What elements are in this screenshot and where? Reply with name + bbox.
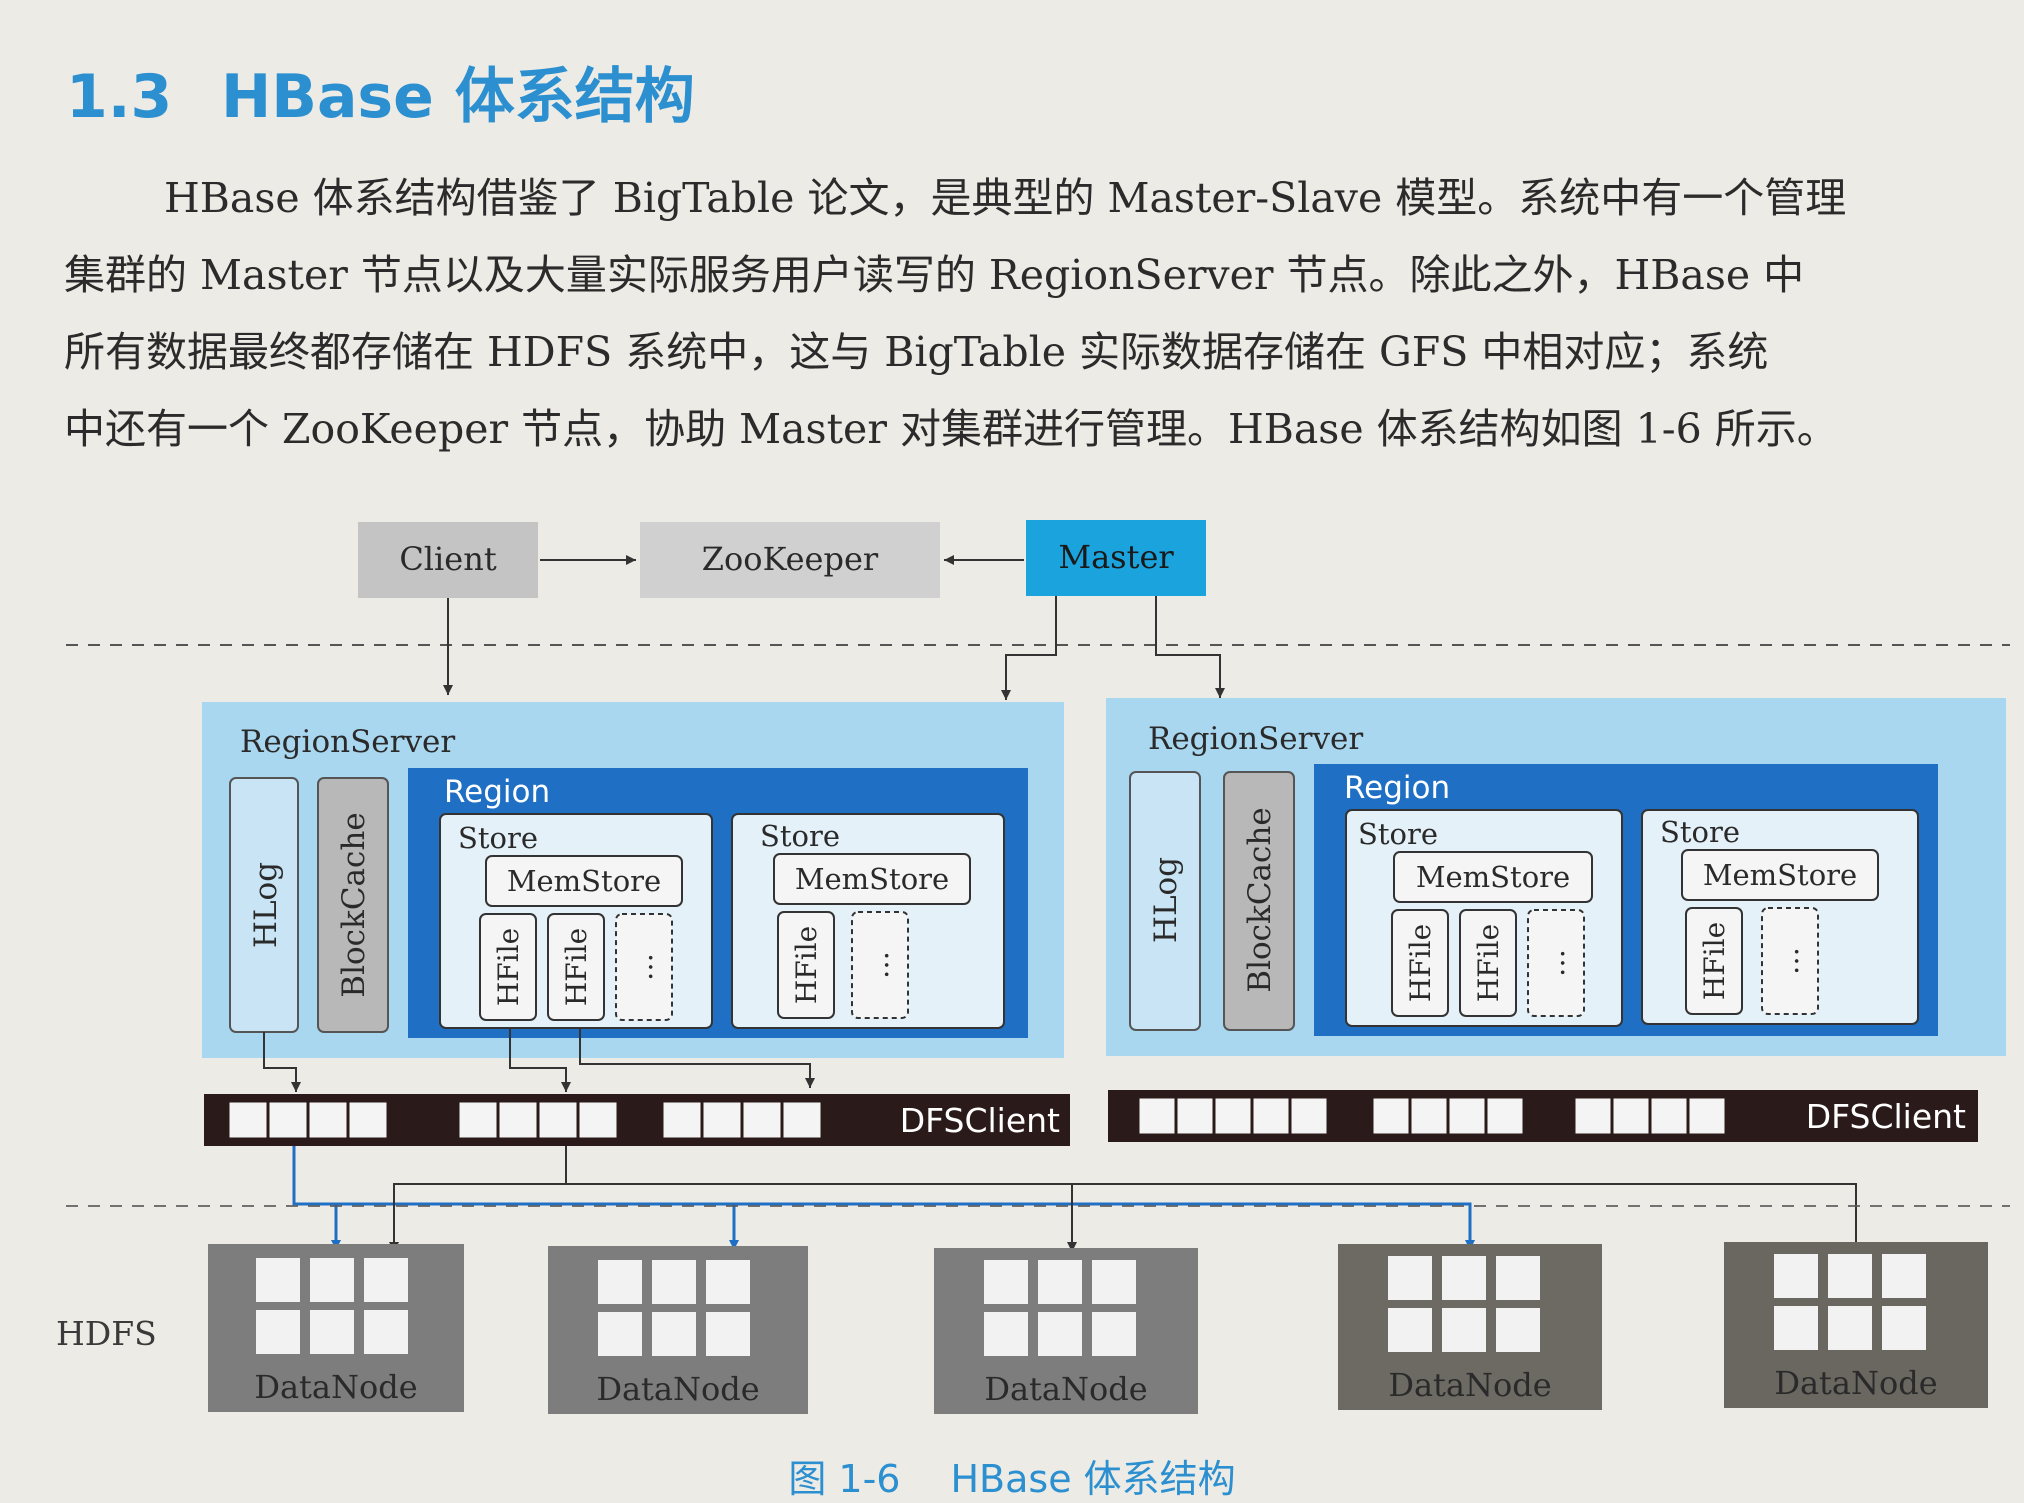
- master-to-regionserver2-arrow: [1155, 596, 1225, 698]
- hfile-1a-1-box: [479, 913, 537, 1021]
- hfile-2a-1-box: [1391, 909, 1449, 1017]
- hfile-1a-2-label: HFile: [560, 928, 593, 1006]
- hlog-block-replication-blue: [292, 1146, 341, 1250]
- datanode-4: DataNode: [1338, 1244, 1602, 1410]
- master-label: Master: [1058, 538, 1174, 576]
- dfsclient-1-label: DFSClient: [900, 1101, 1060, 1140]
- master-box: [1026, 520, 1206, 596]
- hfile-2a-1-label: HFile: [1404, 924, 1437, 1002]
- memstore-2a-box: [1393, 851, 1593, 903]
- store-2b-label: Store: [1660, 815, 1740, 849]
- store-block-replication-black: [389, 1146, 567, 1252]
- hdfs-label: HDFS: [56, 1314, 157, 1353]
- regionserver-1: RegionServer HLog BlockCache Region Stor…: [202, 702, 1064, 1058]
- store-2a-label: Store: [1358, 817, 1438, 851]
- memstore-1b-box: [773, 853, 971, 905]
- zookeeper-label: ZooKeeper: [702, 540, 879, 578]
- hfile-1a-2-box: [547, 913, 605, 1021]
- datanode-3-label: DataNode: [984, 1370, 1147, 1408]
- blockcache-2-label: BlockCache: [1242, 807, 1278, 992]
- hfile-2b-1-box: [1685, 907, 1743, 1015]
- more-2a-box: [1527, 909, 1585, 1017]
- caption-title: HBase 体系结构: [950, 1457, 1236, 1501]
- hlog-2-box: [1129, 771, 1201, 1031]
- client-box: [358, 522, 538, 598]
- datanode-4-label: DataNode: [1388, 1366, 1551, 1404]
- datanode-5-label: DataNode: [1774, 1364, 1937, 1402]
- section-title: HBase 体系结构: [221, 62, 695, 132]
- section-heading: 1.3 HBase 体系结构: [66, 48, 695, 135]
- region-1-label: Region: [444, 774, 550, 810]
- paragraph-line: 所有数据最终都存储在 HDFS 系统中，这与 BigTable 实际数据存储在 …: [64, 328, 1769, 376]
- region-2-label: Region: [1344, 770, 1450, 806]
- paragraph-line: 集群的 Master 节点以及大量实际服务用户读写的 RegionServer …: [64, 251, 1805, 299]
- memstore-2b-box: [1681, 849, 1879, 901]
- more-1a-label: …: [626, 953, 659, 981]
- blockcache-1-label: BlockCache: [336, 812, 372, 997]
- hfile-1b-1-box: [777, 911, 835, 1019]
- more-1b-label: …: [862, 951, 895, 979]
- datanode-2-label: DataNode: [596, 1370, 759, 1408]
- master-to-regionserver1-arrow: [1001, 596, 1057, 700]
- dfsclient-1: DFSClient: [204, 1094, 1070, 1146]
- figure-caption: 图 1-6 HBase 体系结构: [0, 1448, 2024, 1503]
- caption-number: 图 1-6: [788, 1457, 901, 1501]
- hfile-2a-2-box: [1459, 909, 1517, 1017]
- hfile-2a-2-label: HFile: [1472, 924, 1505, 1002]
- more-1a-box: [615, 913, 673, 1021]
- hbase-architecture-diagram: Client ZooKeeper Master RegionServer HLo…: [56, 520, 2010, 1414]
- dfsclient-2-label: DFSClient: [1806, 1097, 1966, 1136]
- blue-line-to-datanode-2: [294, 1202, 739, 1250]
- datanode-1-label: DataNode: [254, 1368, 417, 1406]
- dfsclient-1-buffers: [226, 1099, 824, 1141]
- hfile-1a-1-label: HFile: [492, 928, 525, 1006]
- datanode-2: DataNode: [548, 1246, 808, 1414]
- paragraph-line: 中还有一个 ZooKeeper 节点，协助 Master 对集群进行管理。HBa…: [64, 405, 1838, 453]
- more-1b-box: [851, 911, 909, 1019]
- memstore-2b-label: MemStore: [1703, 858, 1857, 892]
- regionserver-2-label: RegionServer: [1148, 721, 1363, 757]
- store-1a-label: Store: [458, 821, 538, 855]
- black-line-to-datanode-5: [1072, 1183, 1861, 1252]
- memstore-1a-box: [485, 855, 683, 907]
- hlog-2-label: HLog: [1148, 857, 1184, 943]
- store-1b-label: Store: [760, 819, 840, 853]
- blockcache-1-box: [317, 777, 389, 1033]
- blue-line-to-datanode-4: [734, 1202, 1475, 1250]
- datanode-5: DataNode: [1724, 1242, 1988, 1408]
- black-line-to-datanode-3: [566, 1183, 1077, 1252]
- more-2b-label: …: [1772, 947, 1805, 975]
- blockcache-2-box: [1223, 771, 1295, 1031]
- regionserver-1-label: RegionServer: [240, 724, 455, 760]
- store-to-dfsclient-arrow-a: [509, 1028, 571, 1092]
- hlog-1-label: HLog: [248, 862, 284, 948]
- datanode-3: DataNode: [934, 1248, 1198, 1414]
- section-number: 1.3: [66, 62, 173, 132]
- dfsclient-2: DFSClient: [1108, 1090, 1978, 1142]
- datanode-1: DataNode: [208, 1244, 464, 1412]
- paragraph-line: HBase 体系结构借鉴了 BigTable 论文，是典型的 Master-Sl…: [164, 174, 1847, 222]
- memstore-2a-label: MemStore: [1416, 860, 1570, 894]
- client-label: Client: [399, 540, 497, 578]
- dfsclient-2-buffers: [1136, 1095, 1728, 1137]
- hfile-1b-1-label: HFile: [790, 926, 823, 1004]
- more-2b-box: [1761, 907, 1819, 1015]
- hfile-2b-1-label: HFile: [1698, 922, 1731, 1000]
- more-2a-label: …: [1538, 949, 1571, 977]
- store-to-dfsclient-arrow-b: [579, 1028, 815, 1088]
- body-paragraph: HBase 体系结构借鉴了 BigTable 论文，是典型的 Master-Sl…: [64, 160, 2004, 468]
- regionserver-2: RegionServer HLog BlockCache Region Stor…: [1106, 698, 2006, 1056]
- memstore-1a-label: MemStore: [507, 864, 661, 898]
- memstore-1b-label: MemStore: [795, 862, 949, 896]
- zookeeper-box: [640, 522, 940, 598]
- hlog-to-dfsclient-arrow: [263, 1032, 301, 1092]
